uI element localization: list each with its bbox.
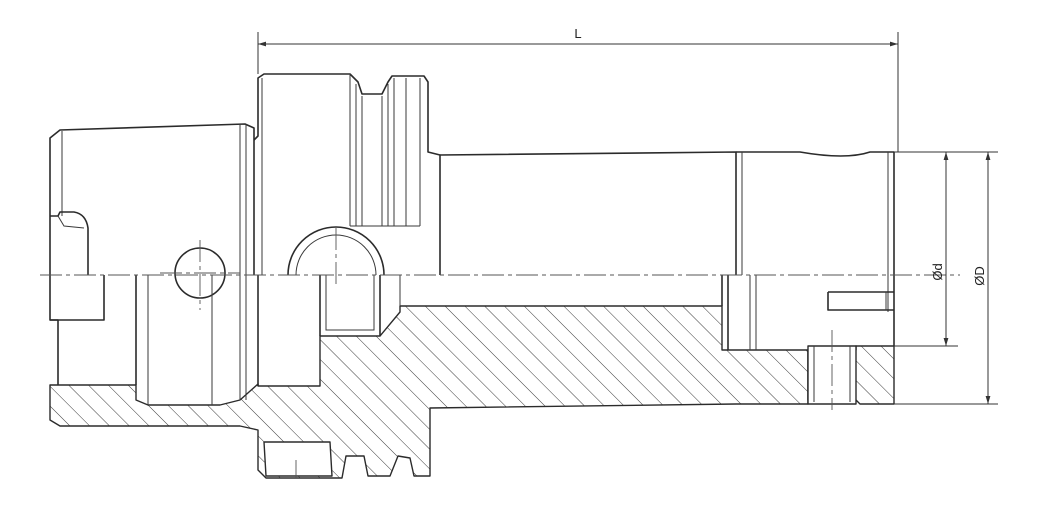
outer-diameter-label: ØD: [972, 266, 987, 286]
dimension-inner-diameter: Ød: [894, 151, 958, 347]
set-screw-slot: [827, 291, 894, 311]
dimension-length: L: [257, 26, 899, 152]
dimension-outer-diameter: ØD: [894, 151, 998, 405]
length-label: L: [574, 26, 581, 41]
inner-diameter-label: Ød: [930, 263, 945, 280]
flange-upper: [253, 73, 441, 275]
section-material: [49, 305, 809, 479]
shank-upper: [439, 151, 737, 275]
cross-hole-large: [287, 226, 385, 276]
collet-nose-upper: [736, 151, 895, 275]
taper-shank-upper: [49, 123, 255, 275]
lower-section-view: [49, 275, 895, 479]
drive-slot-section: [263, 441, 333, 477]
upper-exterior-view: [49, 73, 895, 299]
